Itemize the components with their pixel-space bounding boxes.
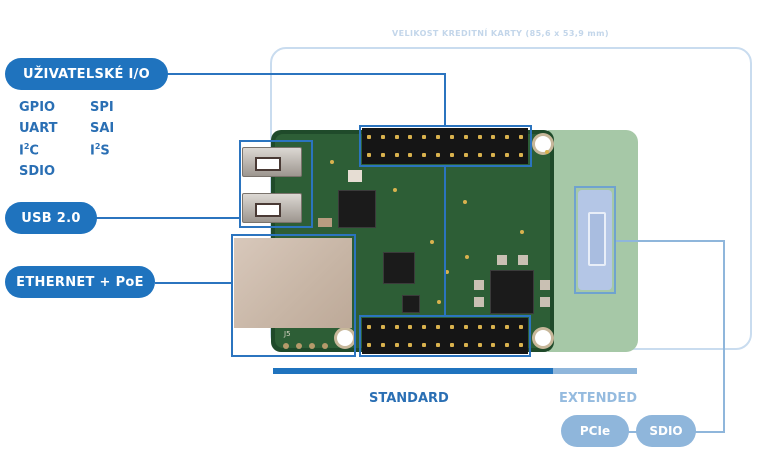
credit-card-size-label: VELIKOST KREDITNÍ KARTY (85,6 x 53,9 mm) bbox=[392, 29, 609, 38]
pad bbox=[322, 343, 328, 349]
chip bbox=[402, 295, 420, 313]
i2s-rest: S bbox=[100, 143, 110, 159]
standard-size-bar bbox=[273, 368, 553, 374]
crystal bbox=[348, 170, 362, 182]
emmc-slot bbox=[578, 190, 612, 290]
extended-connector-line bbox=[695, 431, 725, 433]
via bbox=[465, 255, 469, 259]
usb-connector-line bbox=[96, 217, 239, 219]
via bbox=[330, 160, 334, 164]
ethernet-connector-line bbox=[155, 282, 231, 284]
via bbox=[463, 200, 467, 204]
mounting-hole bbox=[535, 330, 551, 346]
usb-highlight bbox=[239, 140, 313, 228]
chip bbox=[383, 252, 415, 284]
via bbox=[437, 300, 441, 304]
protocol-uart: UART bbox=[19, 121, 58, 136]
user-io-connector-line bbox=[444, 73, 446, 126]
i2c-sup: 2 bbox=[23, 142, 30, 151]
protocol-i2s: I2S bbox=[90, 142, 110, 158]
user-io-link-line bbox=[444, 167, 446, 316]
user-io-bottom-highlight bbox=[359, 315, 531, 357]
standard-label: STANDARD bbox=[369, 391, 449, 406]
ethernet-label: ETHERNET + PoE bbox=[5, 266, 155, 298]
emmc-slot-inner bbox=[588, 212, 606, 266]
extended-slot-highlight bbox=[574, 186, 616, 294]
i2c-base: I bbox=[19, 143, 24, 159]
via bbox=[520, 230, 524, 234]
extended-connector-line bbox=[723, 240, 725, 432]
pcie-label: PCIe bbox=[561, 415, 629, 447]
ethernet-highlight bbox=[231, 234, 356, 357]
sdio-label: SDIO bbox=[636, 415, 696, 447]
inductor bbox=[540, 297, 550, 307]
via bbox=[545, 150, 549, 154]
user-io-top-highlight bbox=[359, 125, 532, 167]
mounting-hole bbox=[337, 330, 353, 346]
usb-label: USB 2.0 bbox=[5, 202, 97, 234]
pad bbox=[309, 343, 315, 349]
i2s-base: I bbox=[90, 143, 95, 159]
usb-port-bottom bbox=[242, 193, 302, 223]
bottom-pin-header bbox=[362, 318, 528, 354]
inductor bbox=[540, 280, 550, 290]
mounting-hole bbox=[535, 136, 551, 152]
pad bbox=[296, 343, 302, 349]
ethernet-jack bbox=[234, 238, 352, 328]
inductor bbox=[497, 255, 507, 265]
inductor bbox=[518, 255, 528, 265]
i2c-rest: C bbox=[29, 143, 39, 159]
user-io-label: UŽIVATELSKÉ I/O bbox=[5, 58, 168, 90]
via bbox=[445, 270, 449, 274]
capacitor bbox=[318, 218, 332, 227]
top-pin-header bbox=[362, 128, 528, 164]
extended-label: EXTENDED bbox=[559, 391, 637, 406]
pad bbox=[283, 343, 289, 349]
inductor bbox=[474, 280, 484, 290]
inductor bbox=[474, 297, 484, 307]
via bbox=[393, 188, 397, 192]
protocol-i2c: I2C bbox=[19, 142, 39, 158]
usb-port-top bbox=[242, 147, 302, 177]
protocol-sdio: SDIO bbox=[19, 164, 56, 179]
j5-silkscreen: J5 bbox=[284, 330, 291, 338]
protocol-spi: SPI bbox=[90, 100, 114, 115]
pcie-sdio-link-line bbox=[628, 431, 640, 433]
protocol-gpio: GPIO bbox=[19, 100, 56, 115]
i2s-sup: 2 bbox=[94, 142, 101, 151]
soc-chip bbox=[490, 270, 534, 314]
chip bbox=[338, 190, 376, 228]
via bbox=[430, 240, 434, 244]
extended-connector-line bbox=[616, 240, 725, 242]
extended-size-bar bbox=[553, 368, 637, 374]
user-io-connector-line bbox=[166, 73, 445, 75]
protocol-sai: SAI bbox=[90, 121, 115, 136]
